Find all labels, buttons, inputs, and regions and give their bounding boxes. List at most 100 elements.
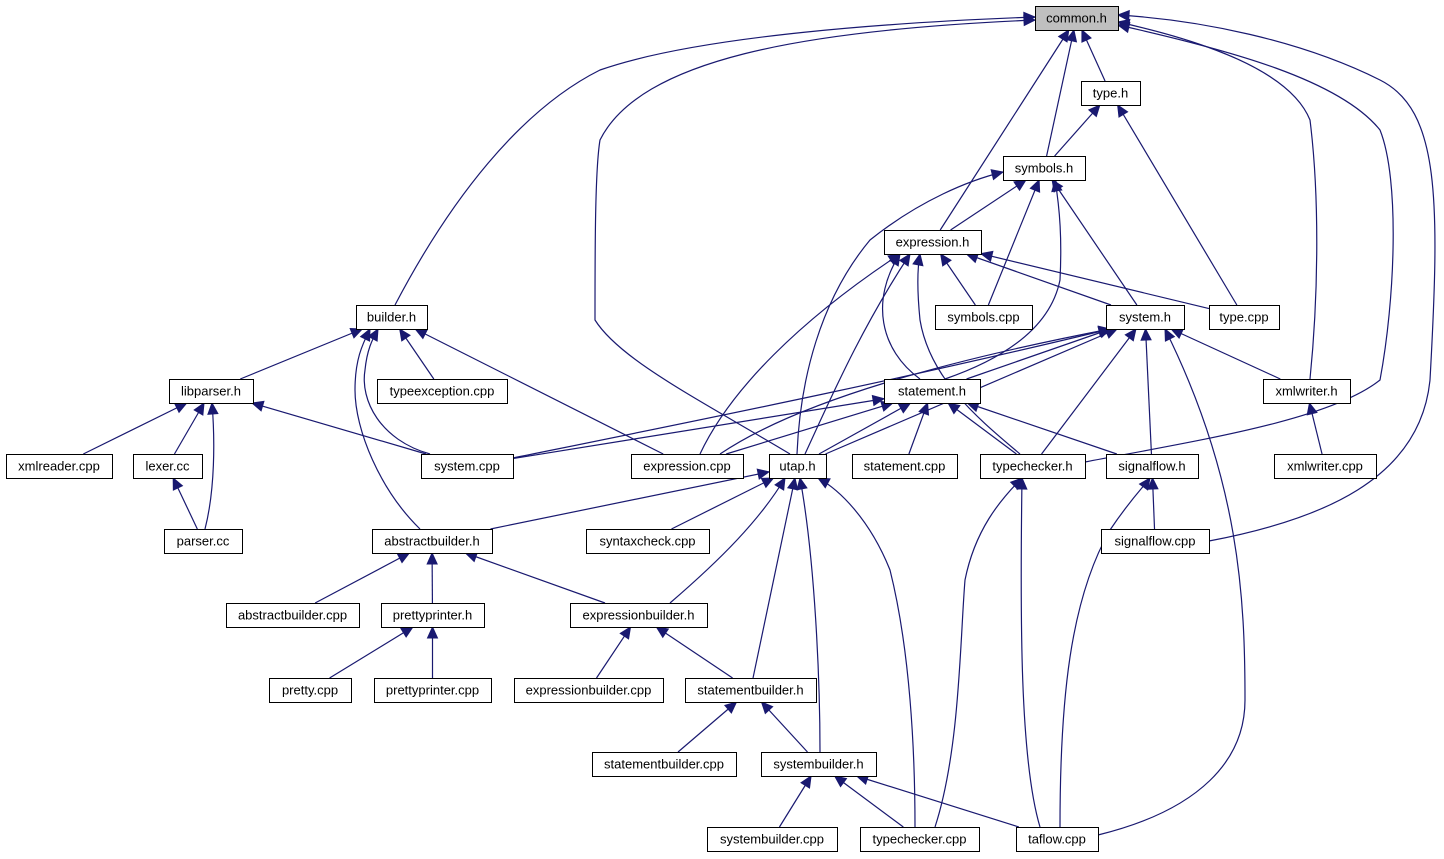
node-system-cpp[interactable]: system.cpp: [421, 454, 514, 479]
node-box[interactable]: [169, 379, 254, 404]
node-box[interactable]: [852, 454, 958, 479]
node-statement-cpp[interactable]: statement.cpp: [852, 454, 958, 479]
edge-line: [677, 701, 737, 753]
node-typechecker-cpp[interactable]: typechecker.cpp: [860, 827, 980, 852]
node-prettyprinter-cpp[interactable]: prettyprinter.cpp: [374, 678, 492, 703]
node-box[interactable]: [356, 305, 428, 330]
node-box[interactable]: [761, 752, 877, 777]
node-box[interactable]: [372, 529, 493, 554]
node-statement-h[interactable]: statement.h: [884, 379, 981, 404]
node-box[interactable]: [269, 678, 352, 703]
node-box[interactable]: [1016, 827, 1099, 852]
node-parser-cc[interactable]: parser.cc: [164, 529, 243, 554]
node-signalflow-h[interactable]: signalflow.h: [1106, 454, 1199, 479]
node-expressionbuilder-h[interactable]: expressionbuilder.h: [570, 603, 708, 628]
node-common-h[interactable]: common.h: [1035, 6, 1119, 31]
node-syntaxcheck-cpp[interactable]: syntaxcheck.cpp: [586, 529, 710, 554]
arrowhead-icon: [1081, 28, 1092, 43]
node-box[interactable]: [769, 454, 827, 479]
node-pretty-cpp[interactable]: pretty.cpp: [269, 678, 352, 703]
node-symbols-cpp[interactable]: symbols.cpp: [935, 305, 1033, 330]
edge-line: [1117, 21, 1318, 380]
node-prettyprinter-h[interactable]: prettyprinter.h: [381, 603, 485, 628]
arrowhead-icon: [1140, 327, 1152, 341]
arrowhead-icon: [207, 401, 219, 415]
node-box[interactable]: [685, 678, 817, 703]
node-box[interactable]: [1209, 305, 1280, 330]
node-label: signalflow.cpp: [1115, 534, 1196, 549]
node-box[interactable]: [1035, 6, 1119, 31]
node-libparser-h[interactable]: libparser.h: [169, 379, 254, 404]
node-typeexception-cpp[interactable]: typeexception.cpp: [377, 379, 508, 404]
node-label: builder.h: [367, 310, 416, 325]
node-statementbuilder-cpp[interactable]: statementbuilder.cpp: [592, 752, 737, 777]
node-taflow-cpp[interactable]: taflow.cpp: [1016, 827, 1099, 852]
node-abstractbuilder-h[interactable]: abstractbuilder.h: [372, 529, 493, 554]
node-box[interactable]: [1263, 379, 1351, 404]
edge-taflow-cpp-to-typechecker-h: [1016, 476, 1041, 828]
node-box[interactable]: [6, 454, 113, 479]
node-box[interactable]: [377, 379, 508, 404]
node-box[interactable]: [884, 379, 981, 404]
node-symbols-h[interactable]: symbols.h: [1003, 156, 1086, 181]
arrowhead-icon: [939, 253, 952, 267]
node-lexer-cc[interactable]: lexer.cc: [133, 454, 203, 479]
node-box[interactable]: [592, 752, 737, 777]
node-signalflow-cpp[interactable]: signalflow.cpp: [1101, 529, 1210, 554]
node-box[interactable]: [631, 454, 744, 479]
node-box[interactable]: [586, 529, 710, 554]
node-statementbuilder-h[interactable]: statementbuilder.h: [685, 678, 817, 703]
edge-line: [804, 253, 911, 455]
edge-line: [512, 328, 1111, 459]
node-xmlwriter-h[interactable]: xmlwriter.h: [1263, 379, 1351, 404]
arrowhead-icon: [774, 476, 786, 491]
node-box[interactable]: [226, 603, 360, 628]
node-box[interactable]: [1106, 454, 1199, 479]
edge-taflow-cpp-to-signalflow-h: [1059, 477, 1151, 828]
node-type-h[interactable]: type.h: [1081, 81, 1141, 106]
node-builder-h[interactable]: builder.h: [356, 305, 428, 330]
node-box[interactable]: [860, 827, 980, 852]
arrowhead-icon: [173, 402, 188, 414]
node-box[interactable]: [164, 529, 243, 554]
node-type-cpp[interactable]: type.cpp: [1209, 305, 1280, 330]
node-box[interactable]: [980, 454, 1086, 479]
edge-statementbuilder-h-to-utap-h: [752, 476, 799, 679]
node-expression-cpp[interactable]: expression.cpp: [631, 454, 744, 479]
node-xmlreader-cpp[interactable]: xmlreader.cpp: [6, 454, 113, 479]
arrowhead-icon: [1164, 327, 1176, 342]
arrowhead-icon: [1087, 104, 1101, 118]
node-box[interactable]: [374, 678, 492, 703]
node-box[interactable]: [133, 454, 203, 479]
edge-prettyprinter-cpp-to-prettyprinter-h: [426, 625, 439, 678]
node-box[interactable]: [514, 678, 664, 703]
node-box[interactable]: [1081, 81, 1141, 106]
node-system-h[interactable]: system.h: [1106, 305, 1185, 330]
node-utap-h[interactable]: utap.h: [769, 454, 827, 479]
arrowhead-icon: [871, 394, 886, 407]
node-box[interactable]: [1101, 529, 1210, 554]
node-label: signalflow.h: [1118, 459, 1185, 474]
node-expression-h[interactable]: expression.h: [884, 230, 982, 255]
node-box[interactable]: [884, 230, 982, 255]
arrowhead-icon: [399, 328, 411, 342]
node-box[interactable]: [1274, 454, 1377, 479]
node-box[interactable]: [1003, 156, 1086, 181]
edge-utap-h-to-expression-h: [804, 252, 911, 455]
node-box[interactable]: [570, 603, 708, 628]
node-abstractbuilder-cpp[interactable]: abstractbuilder.cpp: [226, 603, 360, 628]
node-typechecker-h[interactable]: typechecker.h: [980, 454, 1086, 479]
node-box[interactable]: [935, 305, 1033, 330]
node-xmlwriter-cpp[interactable]: xmlwriter.cpp: [1274, 454, 1377, 479]
node-systembuilder-h[interactable]: systembuilder.h: [761, 752, 877, 777]
node-box[interactable]: [421, 454, 514, 479]
arrowhead-icon: [1013, 179, 1027, 192]
node-box[interactable]: [1106, 305, 1185, 330]
node-expressionbuilder-cpp[interactable]: expressionbuilder.cpp: [514, 678, 664, 703]
node-systembuilder-cpp[interactable]: systembuilder.cpp: [707, 827, 838, 852]
edge-line: [939, 29, 1070, 231]
node-box[interactable]: [381, 603, 485, 628]
node-label: pretty.cpp: [282, 683, 338, 698]
node-box[interactable]: [707, 827, 838, 852]
edge-line: [987, 179, 1040, 306]
